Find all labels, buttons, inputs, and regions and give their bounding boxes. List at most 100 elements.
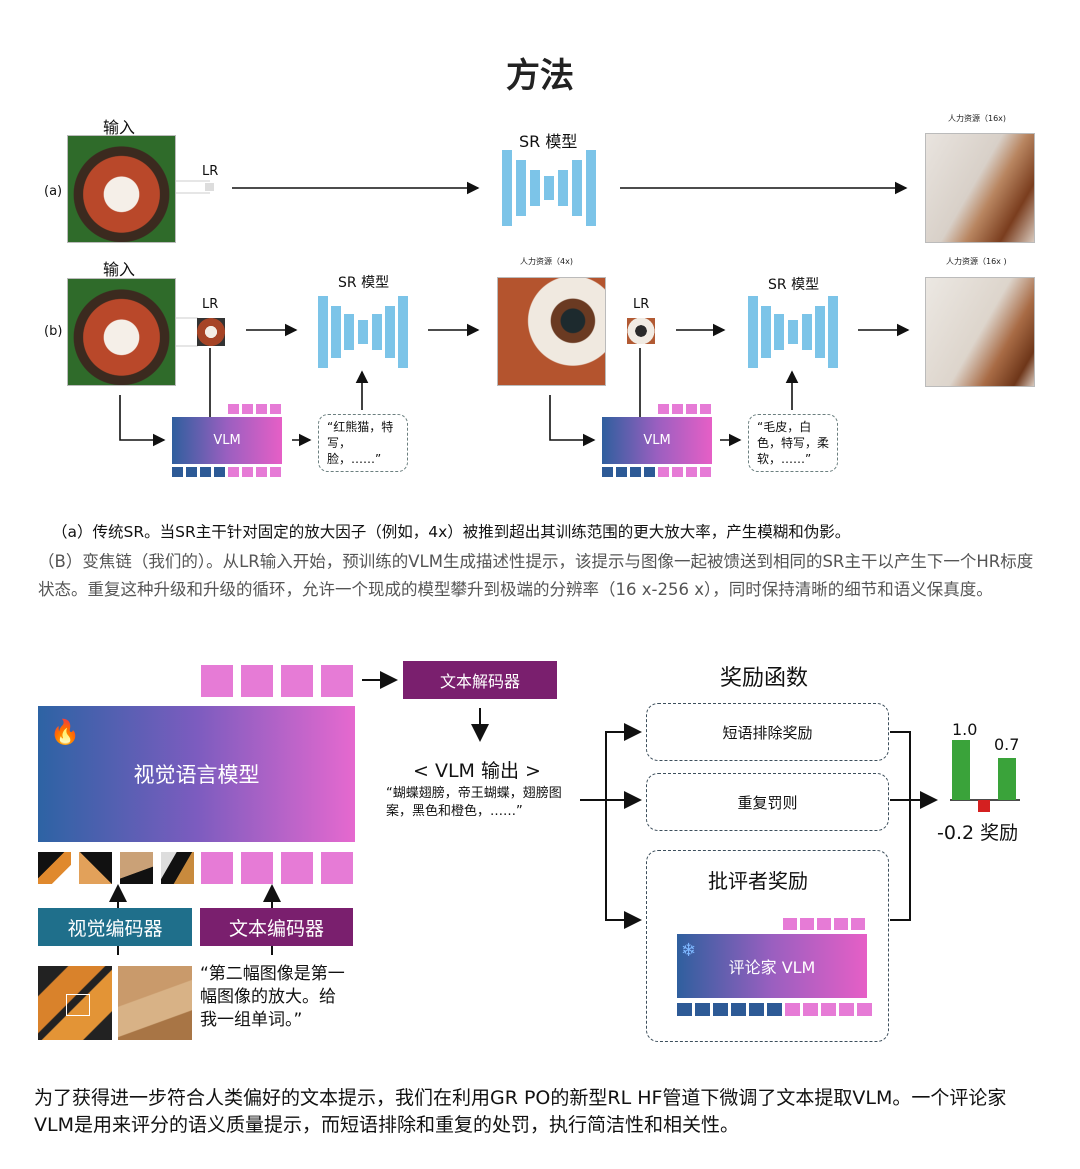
phrase-exclusion-reward: 短语排除奖励	[646, 703, 889, 761]
vision-encoder: 视觉编码器	[38, 908, 192, 946]
vlm-block-1: VLM	[172, 417, 282, 464]
token	[214, 467, 225, 477]
text-encoder: 文本编码器	[200, 908, 353, 946]
row-label-a: (a)	[44, 184, 63, 199]
row-label-b: (b)	[44, 324, 63, 339]
token	[630, 467, 641, 477]
token	[270, 467, 281, 477]
token	[803, 1003, 818, 1016]
output-image-a	[925, 133, 1035, 243]
token	[672, 404, 683, 414]
lr-thumb-a	[205, 183, 214, 191]
token	[713, 1003, 728, 1016]
footer-text: 为了获得进一步符合人类偏好的文本提示，我们在利用GR PO的新型RL HF管道下…	[34, 1087, 1007, 1136]
token	[857, 1003, 872, 1016]
vision-language-model: 视觉语言模型	[38, 706, 355, 842]
token	[749, 1003, 764, 1016]
butterfly-image-1	[38, 966, 112, 1040]
lr-label-b2: LR	[633, 297, 650, 312]
vlm2-input-tokens	[602, 467, 711, 477]
token	[821, 1003, 836, 1016]
token	[700, 404, 711, 414]
caption-a: （a）传统SR。当SR主干针对固定的放大因子（例如，4x）被推到超出其训练范围的…	[52, 523, 851, 541]
image-token	[120, 852, 153, 884]
token	[686, 467, 697, 477]
red-panda-input-image-b	[67, 278, 176, 386]
token	[242, 404, 253, 414]
sr-model-label-a: SR 模型	[519, 132, 578, 151]
output-label-b: 人力资源（16x )	[946, 257, 1007, 266]
caption-b: （B）变焦链（我们的）。从LR输入开始，预训练的VLM生成描述性提示，该提示与图…	[38, 552, 1034, 599]
sr-model-icon-b2	[748, 296, 838, 368]
image-token	[161, 852, 194, 884]
butterfly-image-2	[118, 966, 192, 1040]
token	[228, 404, 239, 414]
mid-output-label: 人力资源（4x)	[520, 257, 573, 266]
token	[201, 852, 233, 884]
sr-model-label-b2: SR 模型	[768, 277, 820, 293]
repetition-penalty: 重复罚则	[646, 773, 889, 831]
page-title: 方法	[506, 56, 574, 96]
reward-bar-3	[978, 800, 990, 812]
critic-output-tokens	[783, 918, 865, 930]
token	[281, 852, 313, 884]
reward-function-title: 奖励函数	[720, 666, 809, 691]
token	[839, 1003, 854, 1016]
vlm-output-tokens	[201, 665, 353, 697]
snowflake-icon: ❄	[681, 940, 697, 961]
token	[200, 467, 211, 477]
lr-thumb-b1	[197, 318, 225, 346]
token	[834, 918, 848, 930]
token	[817, 918, 831, 930]
image-token	[79, 852, 112, 884]
token	[242, 467, 253, 477]
token	[695, 1003, 710, 1016]
user-prompt: “第二幅图像是第一幅图像的放大。给我一组单词。”	[200, 964, 345, 1030]
token	[851, 918, 865, 930]
output-image-b	[925, 277, 1035, 387]
lr-thumb-b2	[627, 318, 655, 344]
lr-label-a: LR	[202, 164, 219, 179]
token	[644, 467, 655, 477]
input-label-a: 输入	[103, 118, 136, 137]
token	[785, 1003, 800, 1016]
critic-reward-title: 批评者奖励	[708, 869, 808, 893]
phrase-exclusion-reward-label: 短语排除奖励	[722, 723, 813, 742]
fire-icon: 🔥	[50, 718, 80, 746]
token	[731, 1003, 746, 1016]
vlm1-input-tokens	[172, 467, 281, 477]
vlm-block-2: VLM	[602, 417, 712, 464]
sr-model-icon-b1	[318, 296, 408, 368]
image-tokens	[38, 852, 194, 884]
token	[602, 467, 613, 477]
token	[783, 918, 797, 930]
critic-reward-box	[646, 850, 889, 1042]
mid-output-image	[497, 277, 606, 386]
output-label-a: 人力资源（16x)	[948, 114, 1007, 123]
image-token	[38, 852, 71, 884]
token	[677, 1003, 692, 1016]
token	[321, 665, 353, 697]
upper-connectors	[119, 180, 910, 447]
token	[241, 852, 273, 884]
token	[767, 1003, 782, 1016]
token	[616, 467, 627, 477]
token	[321, 852, 353, 884]
token	[172, 467, 183, 477]
token	[686, 404, 697, 414]
repetition-penalty-label: 重复罚则	[737, 793, 798, 812]
input-label-b: 输入	[103, 260, 136, 279]
token	[270, 404, 281, 414]
token	[256, 467, 267, 477]
critic-vlm: 评论家 VLM	[677, 934, 867, 998]
critic-input-tokens	[677, 1003, 872, 1016]
token	[228, 467, 239, 477]
vlm-output-title: < VLM 输出 >	[413, 760, 541, 782]
bar-label-3: -0.2 奖励	[937, 822, 1019, 844]
token	[186, 467, 197, 477]
token	[700, 467, 711, 477]
bar-label-2: 0.7	[994, 735, 1020, 754]
sr-model-icon-a	[502, 150, 596, 226]
zoom-region-marker	[66, 994, 90, 1016]
text-decoder: 文本解码器	[403, 661, 557, 699]
